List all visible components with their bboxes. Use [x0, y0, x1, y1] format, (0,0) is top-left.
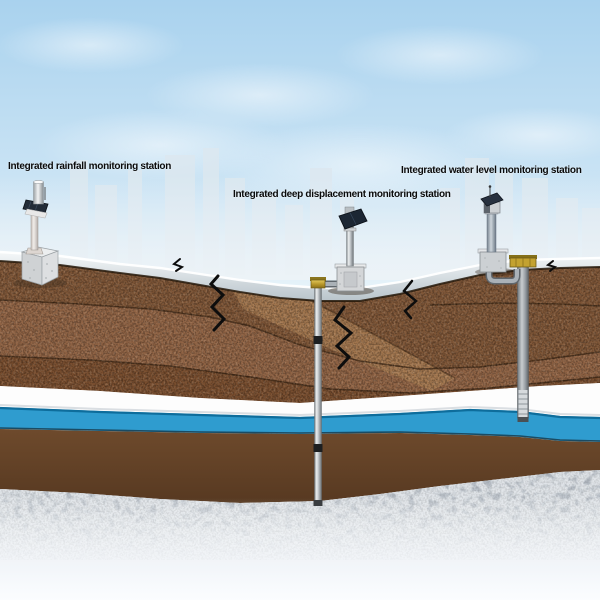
crack-left [208, 274, 227, 332]
deep-inclinometer-pipe [314, 285, 322, 506]
crack-center [332, 305, 354, 370]
crack-small-right [545, 260, 558, 272]
crack-right [402, 279, 418, 320]
label-deep-displacement-station: Integrated deep displacement monitoring … [233, 189, 451, 200]
solar-panel-icon [480, 192, 504, 207]
label-water-level-station: Integrated water level monitoring statio… [401, 165, 582, 176]
casing-bottom-cap [517, 417, 529, 422]
rainfall-station [13, 180, 67, 288]
station-pole [486, 213, 497, 253]
aquifer-top-edge [0, 406, 600, 420]
well-cap [509, 255, 537, 268]
aquitard-shadow-line [0, 404, 600, 417]
pipe-bottom-cap [313, 500, 323, 506]
pipe-joint-upper [313, 336, 323, 344]
rain-gauge-icon [33, 180, 46, 205]
concrete-base [334, 263, 367, 292]
deep-displacement-station [310, 206, 374, 506]
borehole-cap [310, 277, 326, 289]
concrete-base [477, 248, 509, 273]
water-level-station [475, 185, 537, 422]
ground-cracks [172, 258, 558, 370]
solar-panel-icon [338, 208, 368, 230]
well-casing [517, 265, 529, 422]
pipe-joint-lower [313, 444, 323, 452]
crack-small-left [172, 258, 185, 272]
conduit-pipe-highlight [487, 268, 519, 283]
bottom-fade [0, 498, 600, 600]
telemetry-head [480, 185, 504, 214]
soil-layer-deep [0, 429, 600, 503]
aquifer-bottom-edge [0, 427, 600, 442]
label-rainfall-station: Integrated rainfall monitoring station [8, 161, 172, 172]
well-screen [518, 390, 528, 418]
pole-flange [343, 227, 357, 232]
